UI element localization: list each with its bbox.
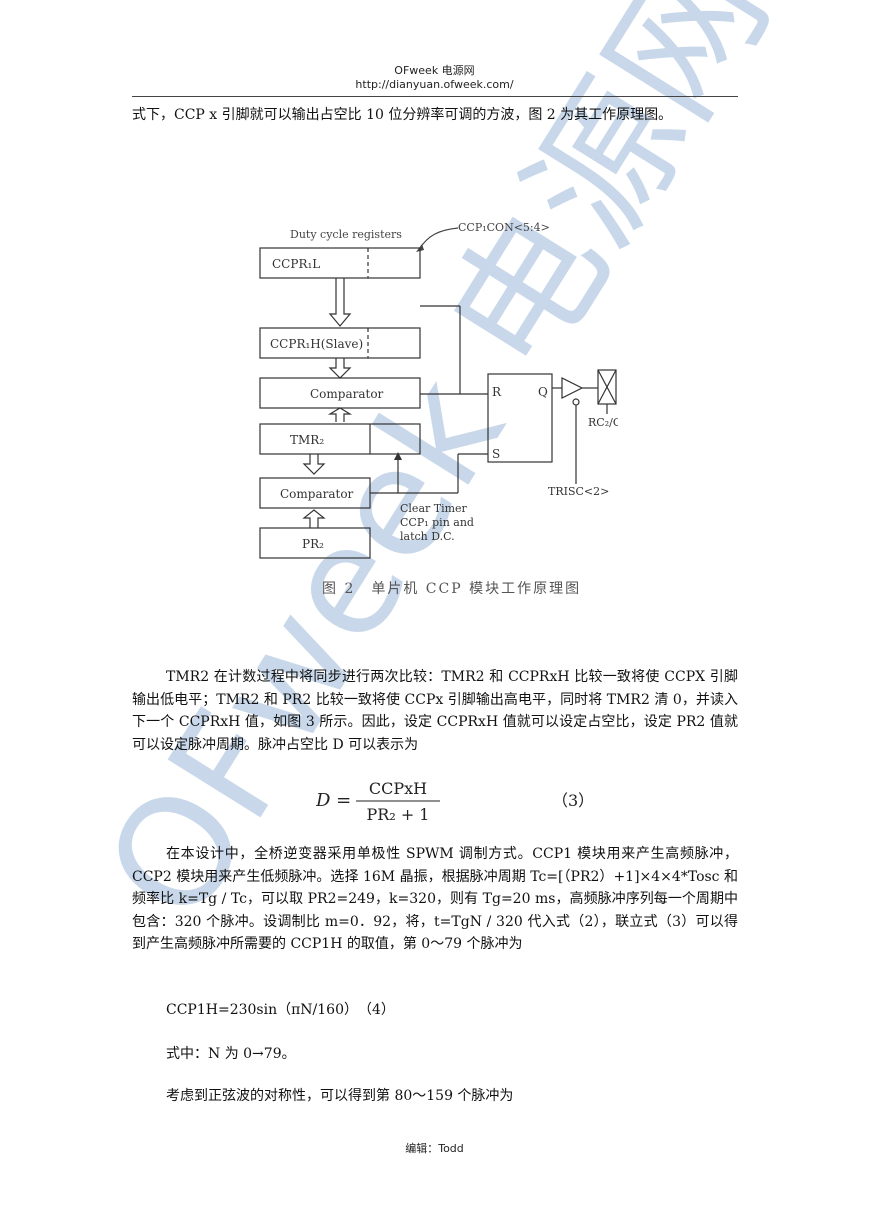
- output-buffer: [561, 377, 584, 399]
- arrow-ccpr1h-to-comparator: [328, 358, 352, 379]
- formula-denominator: PR₂ + 1: [367, 805, 430, 824]
- ccpr1h-box: [259, 327, 421, 359]
- rs-flipflop-box: [487, 373, 553, 463]
- pin-cross-b: [597, 369, 617, 405]
- ccpr1h-label: CCPR₁H(Slave): [270, 337, 363, 351]
- ccpcon-label: CCP₁CON<5:4>: [458, 222, 550, 234]
- buffer-enable-bubble: [572, 398, 580, 406]
- ccp-block-diagram: Duty cycle registers CCP₁CON<5:4> CCPR₁L…: [258, 222, 618, 562]
- ff-q-label: Q: [538, 385, 548, 399]
- duty-cycle-label: Duty cycle registers: [290, 228, 402, 241]
- formula-number: （3）: [552, 791, 594, 810]
- equation-4: CCP1H=230sin（πN/160） （4）: [166, 1002, 395, 1018]
- duty-cycle-formula: D = CCPxH PR₂ + 1 （3）: [316, 772, 616, 828]
- note-line-1: Clear Timer: [400, 502, 468, 515]
- tmr2-label: TMR₂: [290, 433, 324, 447]
- pr2-label: PR₂: [302, 537, 324, 551]
- comparator-top-label: Comparator: [310, 387, 384, 401]
- note-line-2: CCP₁ pin and: [400, 516, 474, 529]
- header-rule: [132, 96, 738, 97]
- intro-paragraph: 式下，CCP x 引脚就可以输出占空比 10 位分辨率可调的方波，图 2 为其工…: [132, 107, 673, 123]
- formula-lhs: D =: [316, 790, 351, 811]
- figure-caption: 图 2 单片机 CCP 模块工作原理图: [322, 581, 582, 597]
- paragraph-tmr2: TMR2 在计数过程中将同步进行两次比较：TMR2 和 CCPRxH 比较一致将…: [132, 669, 738, 753]
- tmr2-box: [259, 423, 421, 455]
- page-header: OFweek 电源网 http://dianyuan.ofweek.com/: [0, 64, 869, 92]
- formula-numerator: CCPxH: [369, 779, 427, 798]
- header-site: OFweek 电源网: [394, 64, 475, 77]
- pr2-box: [259, 527, 371, 559]
- ff-s-label: S: [492, 447, 500, 461]
- pin-label: RC₂/CCP₁: [588, 416, 618, 429]
- arrow-pr-to-comparator: [302, 509, 326, 528]
- ff-r-label: R: [492, 385, 502, 399]
- comparator-bottom-label: Comparator: [280, 487, 354, 501]
- clear-arrowhead: [394, 452, 402, 460]
- arrow-ccpr1l-to-ccpr1h: [328, 278, 352, 327]
- paragraph-design: 在本设计中，全桥逆变器采用单极性 SPWM 调制方式。CCP1 模块用来产生高频…: [132, 846, 738, 952]
- line-symmetry: 考虑到正弦波的对称性，可以得到第 80～159 个脉冲为: [166, 1088, 514, 1104]
- line-where: 式中：N 为 0→79。: [166, 1046, 296, 1062]
- arrow-tmr-to-comparator-bottom: [302, 454, 326, 475]
- header-url: http://dianyuan.ofweek.com/: [355, 78, 514, 91]
- formula-svg: D = CCPxH PR₂ + 1 （3）: [316, 779, 594, 824]
- page-footer: 编辑：Todd: [405, 1142, 464, 1155]
- note-line-3: latch D.C.: [400, 530, 455, 543]
- ccp-diagram-svg: Duty cycle registers CCP₁CON<5:4> CCPR₁L…: [259, 222, 618, 559]
- ccpr1l-box: [259, 247, 421, 279]
- ccpr1l-label: CCPR₁L: [272, 257, 320, 271]
- ccpcon-pointer: [419, 227, 459, 249]
- arrow-tmr-to-comparator: [327, 407, 353, 422]
- trisc-label: TRISC<2>: [548, 485, 609, 498]
